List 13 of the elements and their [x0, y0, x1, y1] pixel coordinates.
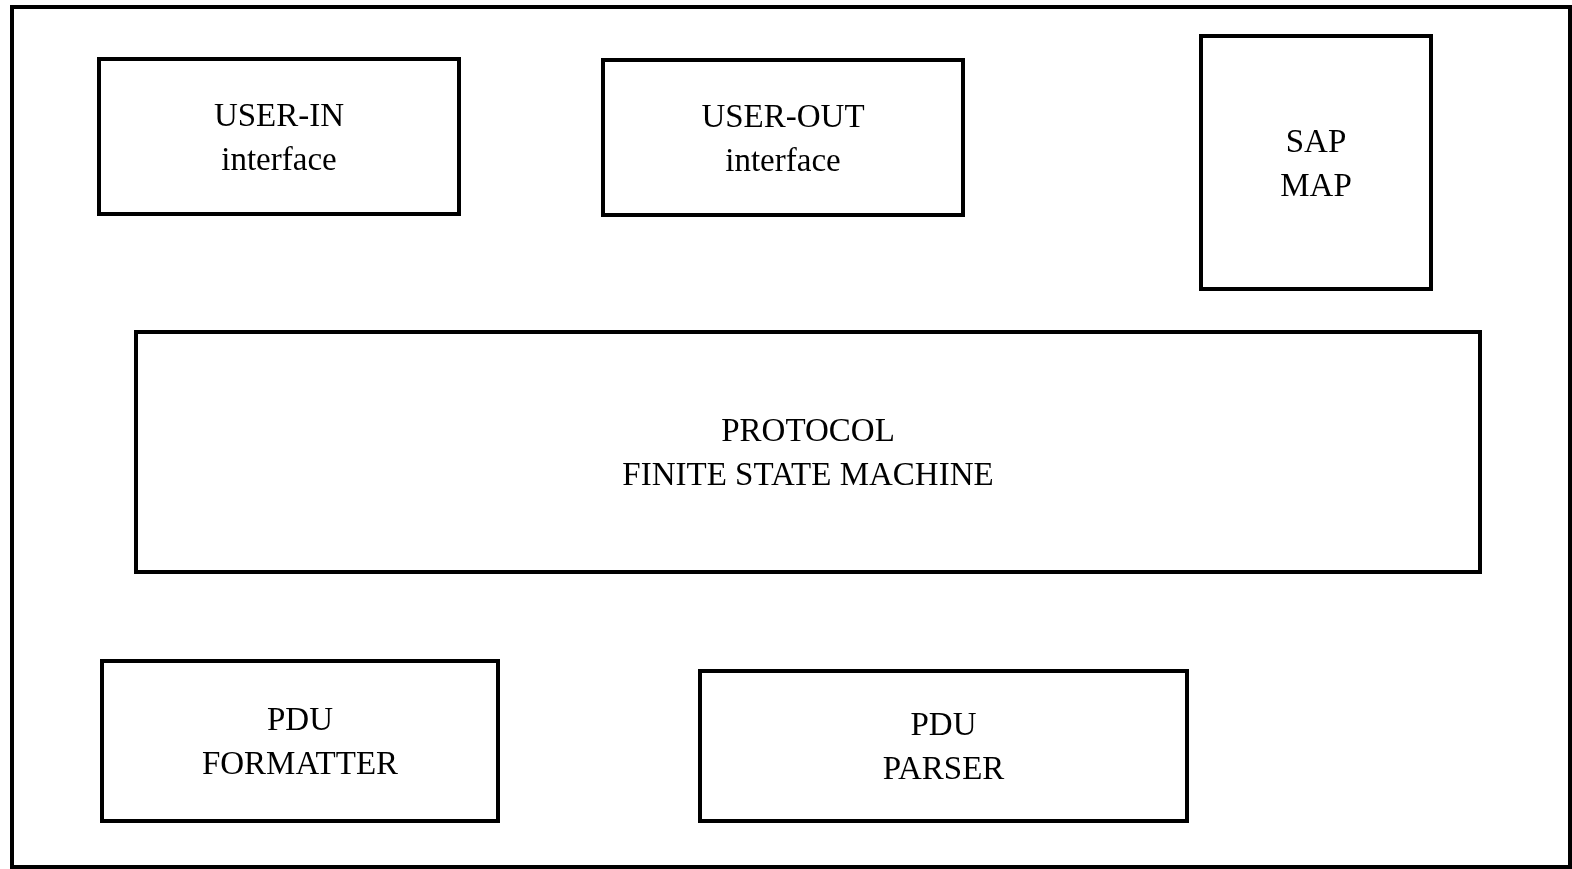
module-box	[134, 330, 1482, 574]
module-box	[601, 58, 965, 217]
module-box	[698, 669, 1189, 823]
module-label: SAP MAP	[1280, 121, 1352, 205]
outer-frame	[10, 5, 1572, 869]
module-label: PDU FORMATTER	[201, 700, 399, 783]
module-label: PROTOCOL FINITE STATE MACHINE	[622, 411, 994, 494]
module-label: USER-IN interface	[213, 95, 345, 179]
module-box	[100, 659, 500, 823]
module-label: USER-OUT interface	[701, 96, 865, 180]
module-box	[97, 57, 461, 216]
module-box	[1199, 34, 1433, 291]
module-label: PDU PARSER	[882, 705, 1005, 788]
